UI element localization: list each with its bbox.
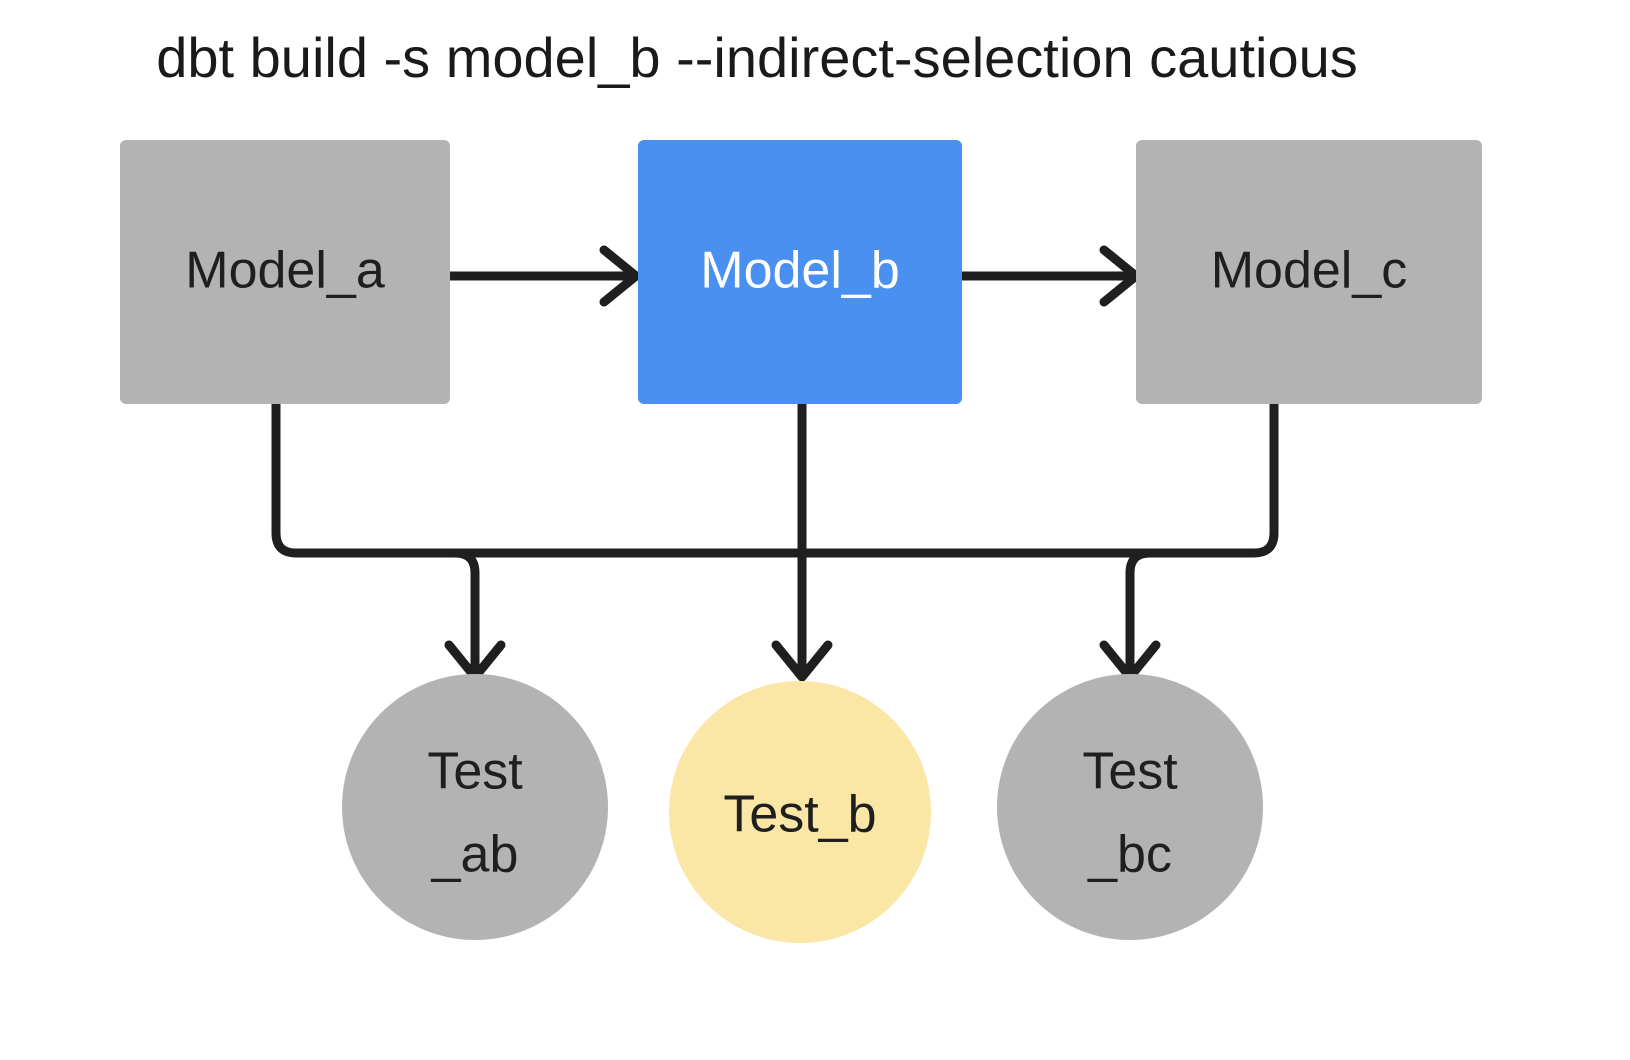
- model-b-box[interactable]: [638, 140, 962, 404]
- edge-drop-test-ab: [450, 548, 480, 674]
- edge-model-a-to-test-bus: [271, 399, 460, 558]
- model-node-model-c[interactable]: Model_c: [1136, 140, 1482, 404]
- test-ab-label-line2: _ab: [431, 826, 519, 884]
- model-a-label: Model_a: [185, 242, 385, 300]
- test-bc-label-line2: _bc: [1087, 826, 1172, 884]
- test-ab-circle[interactable]: [342, 674, 608, 940]
- edge-model-c-to-test-bus: [1145, 399, 1279, 558]
- model-node-model-b[interactable]: Model_b: [638, 140, 962, 404]
- test-bc-circle[interactable]: [997, 674, 1263, 940]
- test-node-test-ab[interactable]: Test _ab: [342, 674, 608, 940]
- model-c-box[interactable]: [1136, 140, 1482, 404]
- model-node-model-a[interactable]: Model_a: [120, 140, 450, 404]
- diagram-title: dbt build -s model_b --indirect-selectio…: [156, 26, 1357, 89]
- test-b-circle[interactable]: [669, 681, 931, 943]
- model-b-label: Model_b: [700, 242, 899, 300]
- test-node-test-bc[interactable]: Test _bc: [997, 674, 1263, 940]
- test-ab-label-line1: Test: [427, 743, 523, 801]
- test-node-test-b[interactable]: Test_b: [669, 681, 931, 943]
- model-a-box[interactable]: [120, 140, 450, 404]
- arrow-head-test-b: [771, 640, 833, 682]
- edge-drop-test-bc: [1125, 548, 1155, 674]
- arrow-head-model-a-to-model-b: [599, 245, 641, 307]
- test-bc-label-line1: Test: [1082, 743, 1178, 801]
- model-c-label: Model_c: [1211, 242, 1408, 300]
- test-b-label-line1: Test_b: [723, 786, 876, 844]
